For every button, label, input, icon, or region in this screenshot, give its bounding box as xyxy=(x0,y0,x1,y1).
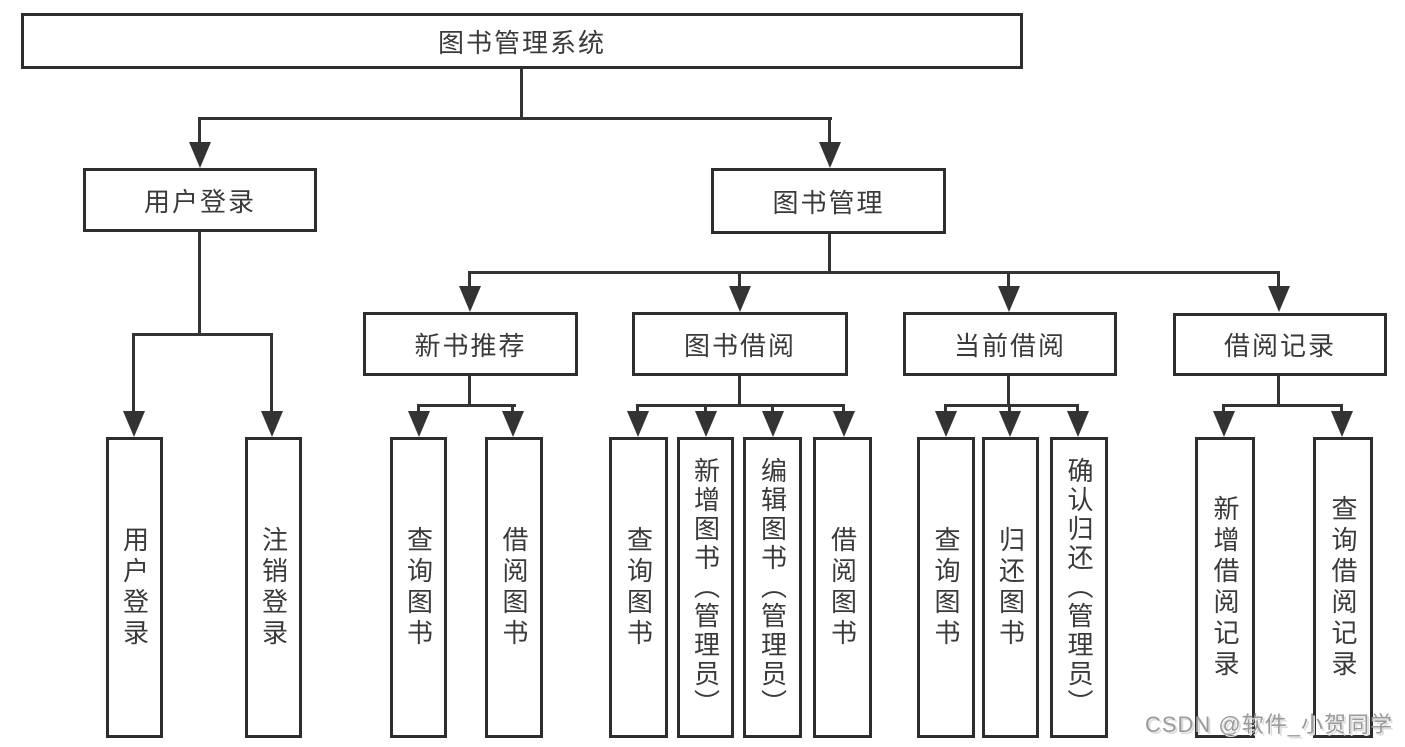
connector-root-bar xyxy=(199,117,832,120)
connector-arm xyxy=(1277,271,1280,291)
connector-stem xyxy=(738,376,741,407)
connector-stem xyxy=(1007,376,1010,407)
leaf-return-books: 归还图书 xyxy=(982,437,1039,738)
leaf-label: 确认归还（管理员） xyxy=(1064,457,1094,718)
arrow-down xyxy=(762,411,784,437)
connector-arm xyxy=(842,404,845,416)
connector-book-management-stem xyxy=(828,234,831,274)
arrow-down xyxy=(459,286,481,312)
connector-arm xyxy=(132,333,135,413)
connector-user-login-bar xyxy=(132,333,273,336)
node-label: 当前借阅 xyxy=(953,330,1066,361)
node-label: 用户登录 xyxy=(143,186,256,217)
leaf-edit-book-admin: 编辑图书（管理员） xyxy=(743,437,802,738)
leaf-label: 查询图书 xyxy=(623,525,654,650)
node-book-management: 图书管理 xyxy=(711,168,946,234)
connector-arm xyxy=(1008,404,1011,416)
connector-arm xyxy=(636,404,639,416)
leaf-label: 新增图书（管理员） xyxy=(690,457,721,718)
node-label: 图书管理系统 xyxy=(437,27,606,58)
node-new-book-recommendation: 新书推荐 xyxy=(363,312,578,376)
connector-bar xyxy=(944,404,1079,407)
leaf-borrow-books: 借阅图书 xyxy=(813,437,872,738)
arrow-down xyxy=(1067,411,1089,437)
connector-arm xyxy=(270,333,273,413)
node-label: 借阅记录 xyxy=(1223,331,1336,361)
arrow-down xyxy=(627,411,649,437)
node-user-login: 用户登录 xyxy=(83,168,317,232)
connector-arm xyxy=(198,117,201,145)
arrow-down xyxy=(502,411,524,437)
connector-bar xyxy=(1222,404,1343,407)
node-label: 图书借阅 xyxy=(683,330,796,361)
leaf-borrow-books-recommend: 借阅图书 xyxy=(485,437,543,738)
leaf-search-books-borrow: 查询图书 xyxy=(609,437,668,738)
node-label: 新书推荐 xyxy=(414,330,527,361)
arrow-down xyxy=(998,286,1020,312)
arrow-down xyxy=(408,411,430,437)
connector-stem xyxy=(468,376,471,407)
connector-arm xyxy=(944,404,947,416)
leaf-add-borrow-record: 新增借阅记录 xyxy=(1195,437,1255,738)
connector-arm xyxy=(1007,271,1010,291)
connector-arm xyxy=(468,271,471,291)
connector-stem xyxy=(1277,376,1280,407)
arrow-down xyxy=(695,411,717,437)
arrow-down xyxy=(1331,411,1353,437)
arrow-down xyxy=(261,411,283,437)
arrow-down xyxy=(123,411,145,437)
leaf-label: 归还图书 xyxy=(995,525,1026,650)
connector-arm xyxy=(1076,404,1079,416)
node-book-borrowing: 图书借阅 xyxy=(632,312,848,376)
arrow-down xyxy=(189,142,211,168)
leaf-label: 查询图书 xyxy=(931,525,961,650)
leaf-label: 借阅图书 xyxy=(499,525,529,650)
connector-root-stem xyxy=(520,69,523,119)
leaf-label: 注销登录 xyxy=(258,525,289,650)
leaf-label: 用户登录 xyxy=(119,525,150,650)
connector-arm xyxy=(738,271,741,291)
connector-bar xyxy=(417,404,516,407)
connector-bar xyxy=(636,404,845,407)
arrow-down xyxy=(833,411,855,437)
leaf-label: 编辑图书（管理员） xyxy=(757,457,788,718)
leaf-add-book-admin: 新增图书（管理员） xyxy=(677,437,734,738)
connector-arm xyxy=(771,404,774,416)
connector-arm xyxy=(511,404,514,416)
connector-arm xyxy=(1222,404,1225,416)
leaf-user-login: 用户登录 xyxy=(106,437,163,738)
connector-arm xyxy=(828,117,831,145)
leaf-label: 借阅图书 xyxy=(827,525,858,650)
leaf-search-books-recommend: 查询图书 xyxy=(390,437,447,738)
arrow-down xyxy=(935,411,957,437)
node-current-borrowing: 当前借阅 xyxy=(903,312,1117,376)
connector-user-login-stem xyxy=(198,232,201,336)
arrow-down xyxy=(819,142,841,168)
node-library-management-system: 图书管理系统 xyxy=(21,13,1023,69)
leaf-confirm-return-admin: 确认归还（管理员） xyxy=(1050,437,1108,738)
arrow-down xyxy=(999,411,1021,437)
connector-arm xyxy=(417,404,420,416)
leaf-label: 查询图书 xyxy=(403,525,434,650)
leaf-label: 查询借阅记录 xyxy=(1328,494,1358,681)
leaf-search-borrow-record: 查询借阅记录 xyxy=(1313,437,1373,738)
arrow-down xyxy=(729,286,751,312)
arrow-down xyxy=(1213,411,1235,437)
leaf-logout: 注销登录 xyxy=(245,437,302,738)
node-borrowing-records: 借阅记录 xyxy=(1173,313,1387,376)
arrow-down xyxy=(1268,286,1290,312)
connector-arm xyxy=(1340,404,1343,416)
connector-arm xyxy=(704,404,707,416)
csdn-watermark: CSDN @软件_小贺同学 xyxy=(1144,712,1393,737)
leaf-label: 新增借阅记录 xyxy=(1210,494,1240,681)
leaf-search-books-current: 查询图书 xyxy=(917,437,975,738)
node-label: 图书管理 xyxy=(772,187,885,218)
connector-book-management-bar xyxy=(469,271,1280,274)
